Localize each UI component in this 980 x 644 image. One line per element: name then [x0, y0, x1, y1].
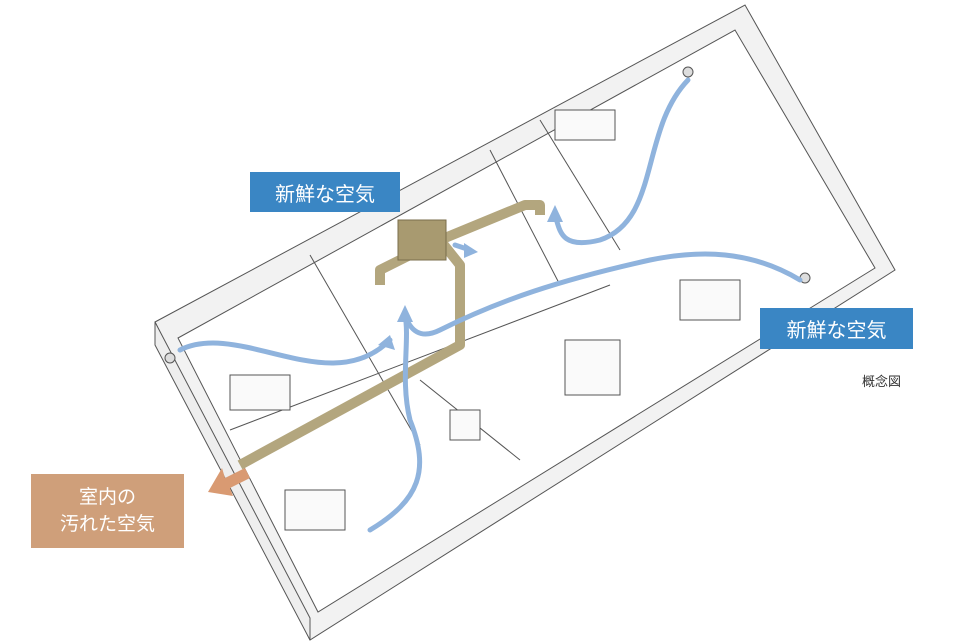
arrowheads [378, 205, 563, 350]
arrowhead-icon [378, 335, 395, 350]
fresh-air-label-top-text: 新鮮な空気 [275, 181, 375, 206]
interior-wall [229, 284, 611, 431]
furniture [679, 279, 741, 321]
arrowhead-icon [464, 243, 478, 258]
ventilation-unit [397, 219, 447, 261]
air-outlet [164, 352, 176, 364]
airflow-path [367, 312, 423, 533]
air-inlet [682, 66, 694, 78]
furniture [229, 374, 291, 411]
concept-note: 概念図 [862, 375, 902, 390]
furniture [554, 109, 616, 141]
dirty-air-label: 室内の 汚れた空気 [31, 474, 184, 548]
exhaust-arrow-icon [208, 468, 250, 496]
interior-wall [309, 254, 421, 446]
fresh-air-flow [177, 77, 803, 533]
duct [237, 200, 545, 470]
fresh-air-label-right: 新鮮な空気 [760, 308, 913, 349]
arrowhead-icon [547, 205, 563, 222]
fresh-air-label-top: 新鮮な空気 [250, 172, 400, 212]
fresh-air-label-right-text: 新鮮な空気 [786, 318, 887, 342]
furniture [284, 489, 346, 531]
duct-main [237, 235, 465, 470]
furniture [449, 409, 481, 441]
dirty-air-label-line1: 室内の [78, 486, 136, 508]
furniture [564, 339, 621, 396]
arrowhead-icon [397, 305, 413, 322]
airflow-path [402, 251, 803, 337]
duct-branch [438, 200, 545, 245]
dirty-air-label-line2: 汚れた空気 [59, 513, 155, 535]
interior-wall [489, 149, 561, 286]
interior-wall [539, 119, 621, 251]
airflow-path [177, 337, 393, 366]
airflow-path [552, 77, 691, 246]
floor [177, 29, 876, 613]
